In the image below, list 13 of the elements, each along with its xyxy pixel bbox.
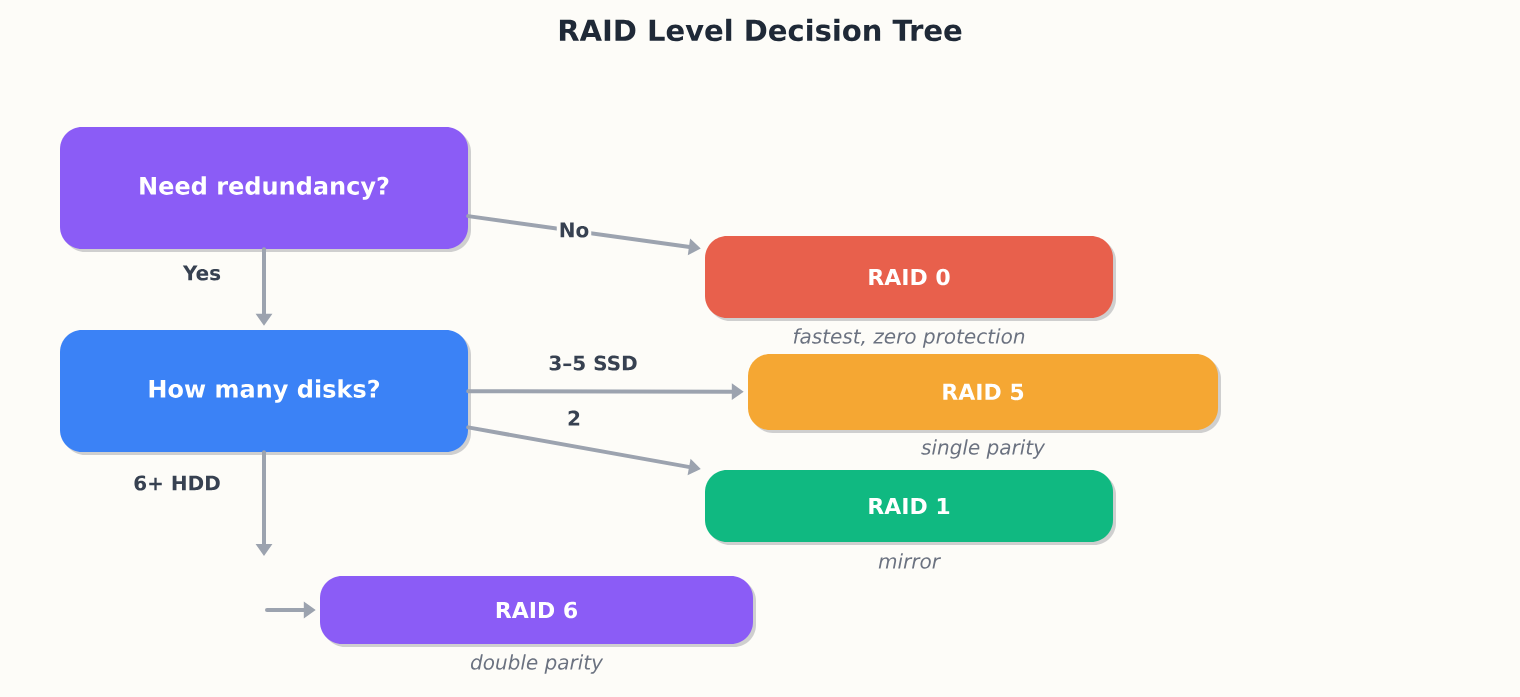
node-caption: single parity bbox=[921, 439, 1046, 459]
result-box: RAID 1 bbox=[705, 470, 1116, 545]
decision-box: Need redundancy? bbox=[60, 127, 471, 252]
node-caption: fastest, zero protection bbox=[793, 328, 1025, 348]
result-box: RAID 5 bbox=[748, 354, 1221, 433]
edge-label: 3–5 SSD bbox=[546, 353, 640, 373]
edge-label: 6+ HDD bbox=[131, 473, 223, 493]
node-caption: mirror bbox=[878, 553, 941, 569]
decision-box: How many disks? bbox=[60, 330, 471, 455]
node-caption: double parity bbox=[470, 654, 604, 674]
result-box: RAID 6 bbox=[320, 576, 756, 647]
result-box: RAID 0 bbox=[705, 236, 1116, 321]
title: RAID Level Decision Tree bbox=[559, 18, 962, 42]
